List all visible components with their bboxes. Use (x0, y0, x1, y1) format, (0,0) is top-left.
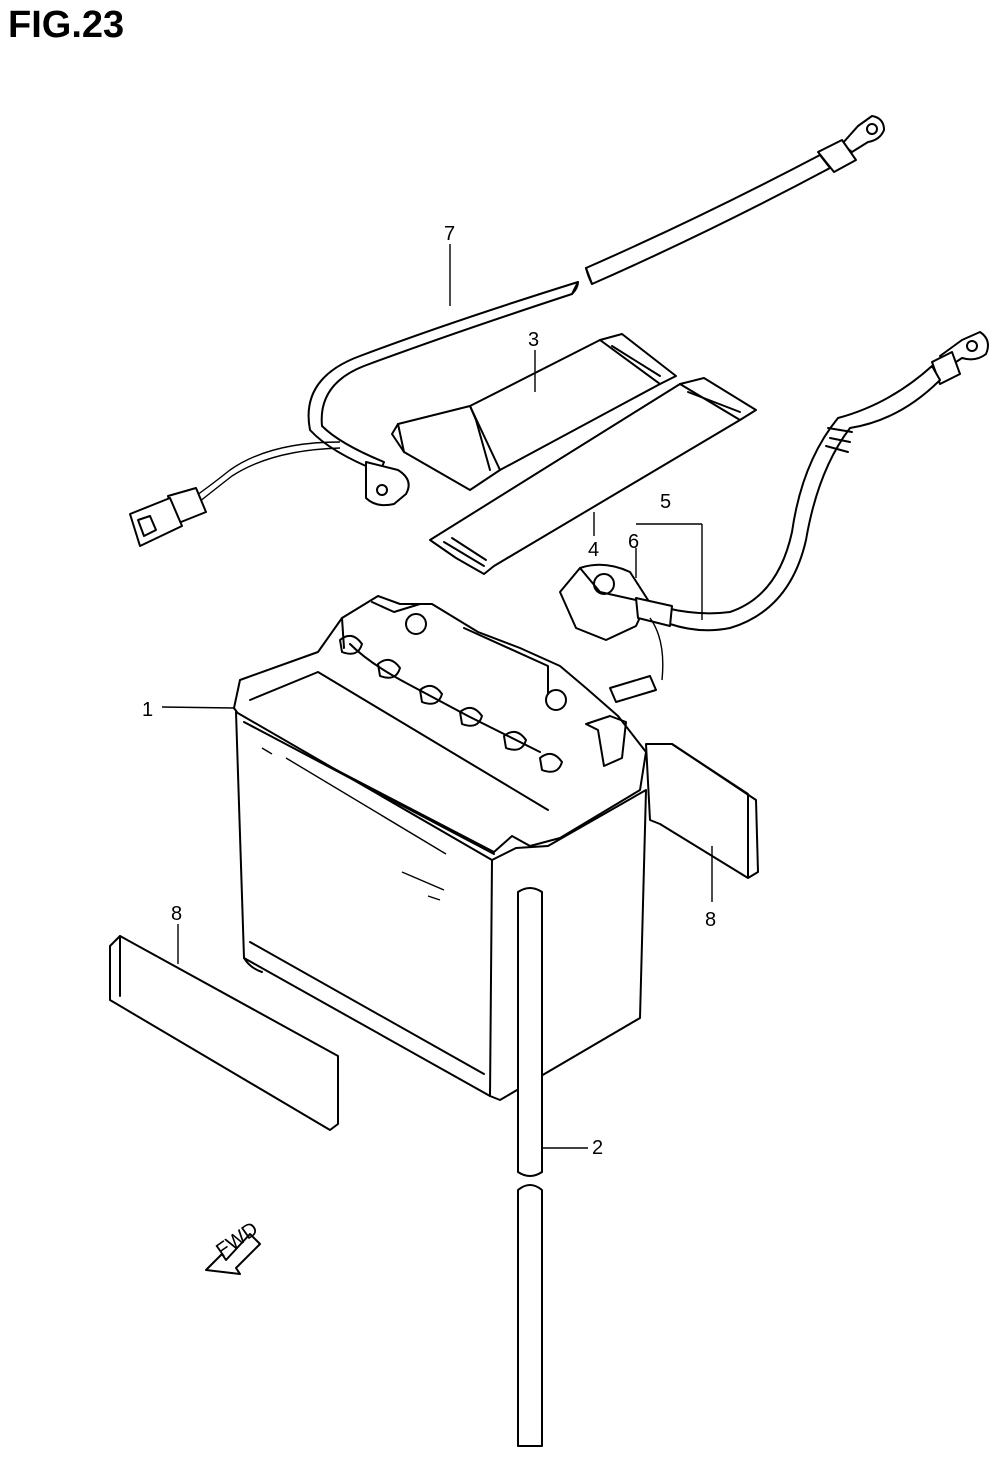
part-2-breather-tube[interactable] (517, 887, 543, 1447)
callout-1: 1 (142, 699, 153, 721)
figure-title: FIG.23 (8, 4, 125, 46)
callout-2: 2 (592, 1137, 603, 1159)
part-8-pad-left[interactable] (109, 935, 339, 1131)
part-3-strap[interactable] (391, 333, 677, 491)
part-7-cable[interactable] (129, 115, 885, 547)
part-8-pad-right[interactable] (645, 743, 759, 879)
callout-7: 7 (444, 223, 455, 245)
fwd-arrow: FWD (205, 1218, 262, 1275)
part-5-cable[interactable] (665, 331, 989, 632)
leader-lines (161, 244, 713, 1149)
callout-4: 4 (588, 539, 599, 561)
callout-6: 6 (628, 531, 639, 553)
part-6-terminal-cap[interactable] (559, 563, 673, 703)
callout-5: 5 (660, 491, 671, 513)
callout-3: 3 (528, 329, 539, 351)
part-1-battery[interactable] (233, 595, 647, 1101)
callout-8-right: 8 (705, 909, 716, 931)
callout-8-left: 8 (171, 903, 182, 925)
part-4-strap[interactable] (429, 377, 757, 575)
